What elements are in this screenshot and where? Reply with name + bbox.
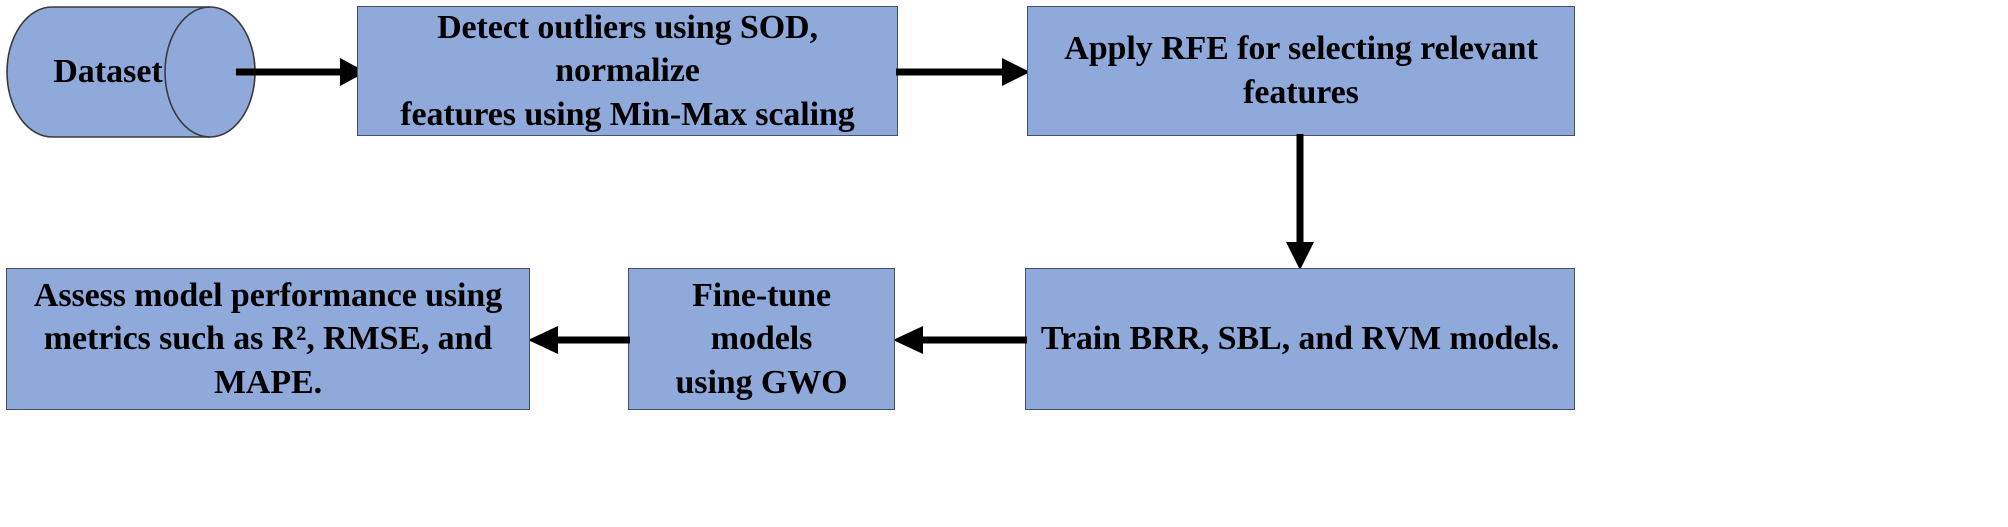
node-fine-tune[interactable]: Fine-tune models using GWO <box>628 268 895 410</box>
node-dataset[interactable]: Dataset <box>6 6 256 138</box>
node-feature-selection-label: Apply RFE for selecting relevant feature… <box>1064 30 1538 111</box>
arrow-fine-tune-to-assess <box>528 326 630 354</box>
arrow-train-models-to-fine-tune <box>893 326 1027 354</box>
cylinder-shape <box>6 6 256 138</box>
node-feature-selection[interactable]: Apply RFE for selecting relevant feature… <box>1027 6 1575 136</box>
node-preprocess-label: Detect outliers using SOD, normalize fea… <box>400 8 855 133</box>
node-fine-tune-label: Fine-tune models using GWO <box>675 276 848 401</box>
node-train-models-label: Train BRR, SBL, and RVM models. <box>1040 320 1560 358</box>
node-assess-label: Assess model performance using metrics s… <box>33 276 503 401</box>
arrow-preprocess-to-feature-selection <box>896 58 1030 86</box>
node-assess[interactable]: Assess model performance using metrics s… <box>6 268 530 410</box>
node-preprocess[interactable]: Detect outliers using SOD, normalize fea… <box>357 6 898 136</box>
node-dataset-label: Dataset <box>53 53 163 90</box>
arrow-feature-selection-to-train-models <box>1286 134 1314 270</box>
node-train-models[interactable]: Train BRR, SBL, and RVM models. <box>1025 268 1575 410</box>
